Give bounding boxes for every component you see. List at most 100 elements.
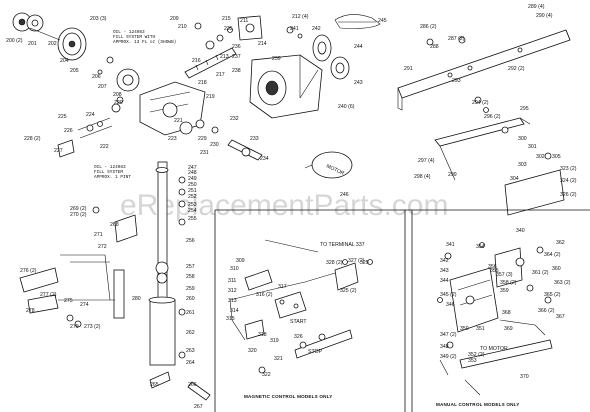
callout-351: 351	[476, 326, 485, 332]
callout-207: 207	[98, 84, 107, 90]
callout-289: 289 (4)	[528, 4, 545, 10]
callout-345: 345 (2)	[440, 292, 457, 298]
callout-314: 314	[230, 308, 239, 314]
callout-327: 327 (2)	[348, 258, 365, 264]
oil-note-top: OIL - 124983 FILL SYSTEM WITH APPROX. 13…	[113, 30, 176, 45]
callout-230: 230	[210, 142, 219, 148]
callout-204: 204	[60, 58, 69, 64]
callout-344: 344	[440, 278, 449, 284]
callout-264: 264	[186, 360, 195, 366]
callout-215: 215	[222, 16, 231, 22]
callout-278: 278	[26, 308, 35, 314]
callout-247: 247	[188, 165, 197, 171]
callout-310: 310	[230, 266, 239, 272]
callout-214: 214	[258, 41, 267, 47]
to-terminal-label: TO TERMINAL 337	[320, 242, 365, 248]
callout-305: 305	[552, 154, 561, 160]
callout-249: 249	[188, 176, 197, 182]
callout-370: 370	[520, 374, 529, 380]
svg-text:FILL SYSTEM: FILL SYSTEM	[94, 170, 123, 175]
callout-239: 239	[272, 56, 281, 62]
callout-317: 317	[278, 284, 287, 290]
callout-238: 238	[232, 68, 241, 74]
callout-243: 243	[354, 80, 363, 86]
callout-352: 352 (2)	[468, 352, 485, 358]
callout-340: 340	[516, 228, 525, 234]
callout-312: 312	[228, 288, 237, 294]
callout-367: 367	[556, 314, 565, 320]
manual-caption: MANUAL CONTROL MODELS ONLY	[436, 402, 519, 407]
callout-296: 296 (2)	[484, 114, 501, 120]
callout-259: 259	[186, 286, 195, 292]
callout-260: 260	[186, 296, 195, 302]
callout-300: 300	[518, 136, 527, 142]
callout-211: 211	[240, 18, 248, 24]
callout-349: 349 (2)	[440, 354, 457, 360]
callout-253: 253	[188, 202, 197, 208]
callout-366: 366 (2)	[538, 308, 555, 314]
callout-262: 262	[186, 330, 195, 336]
callout-231: 231	[200, 150, 209, 156]
svg-text:OIL - 124983: OIL - 124983	[113, 30, 145, 35]
callout-276: 276 (2)	[20, 268, 37, 274]
callout-272: 272	[98, 244, 107, 250]
callout-362: 362	[556, 240, 565, 246]
manual-control-assembly	[437, 242, 553, 396]
callout-303: 303	[518, 162, 527, 168]
callout-357: 357 (3)	[496, 272, 513, 278]
callout-246: 246	[340, 192, 349, 198]
callout-298: 298 (4)	[414, 174, 431, 180]
callout-203: 203 (3)	[90, 16, 107, 22]
callout-286: 286 (2)	[420, 24, 437, 30]
callout-268: 268	[110, 222, 119, 228]
callout-201: 201	[28, 41, 37, 47]
callout-227: 227	[54, 148, 63, 154]
callout-348: 348	[440, 344, 449, 350]
callouts-middle: 2472482492502512522532542552562572582592…	[20, 165, 203, 410]
callout-315: 315	[226, 316, 235, 322]
callout-213: 213	[220, 54, 229, 60]
callout-365: 365 (2)	[544, 292, 561, 298]
callout-318: 318	[258, 332, 267, 338]
magnetic-caption: MAGNETIC CONTROL MODELS ONLY	[244, 394, 333, 399]
callout-209: 209	[170, 16, 179, 22]
callout-368: 368	[502, 310, 511, 316]
callout-354: 354	[476, 244, 485, 250]
svg-text:APPROX. 1 PINT: APPROX. 1 PINT	[94, 175, 131, 180]
callout-251: 251	[188, 188, 197, 194]
callout-356: 356	[488, 264, 497, 270]
callout-270: 270 (2)	[70, 212, 87, 218]
callout-258: 258	[186, 274, 195, 280]
callout-329: 329	[360, 260, 369, 266]
watermark: eReplacementParts.com	[120, 189, 448, 222]
callout-277: 277 (2)	[40, 292, 57, 298]
callout-311: 311	[228, 278, 236, 284]
callout-304: 304	[510, 176, 519, 182]
rail-assembly	[397, 29, 571, 216]
callout-316: 316 (2)	[256, 292, 273, 298]
oil-note-middle: OIL - 124983 FILL SYSTEM APPROX. 1 PINT	[94, 165, 131, 180]
callout-235: 235	[224, 26, 233, 32]
callout-237: 237	[232, 54, 241, 60]
callout-217: 217	[216, 72, 225, 78]
callout-234: 234	[260, 156, 269, 162]
callout-232: 232	[230, 116, 239, 122]
callout-361: 361 (2)	[532, 270, 549, 276]
callout-273: 273 (2)	[84, 324, 101, 330]
callout-322: 322	[262, 372, 271, 378]
callout-240: 240 (6)	[338, 104, 355, 110]
callout-320: 320	[248, 348, 257, 354]
callout-210: 210	[178, 24, 187, 30]
callout-266: 266	[188, 382, 197, 388]
svg-text:FILL SYSTEM WITH: FILL SYSTEM WITH	[113, 35, 156, 40]
callout-291: 291	[404, 66, 413, 72]
callout-224: 224	[86, 112, 95, 118]
callout-267: 267	[194, 404, 203, 410]
callout-216: 216	[192, 58, 201, 64]
callout-299: 299	[448, 172, 457, 178]
callout-346: 346	[446, 302, 455, 308]
callout-347: 347 (2)	[440, 332, 457, 338]
svg-text:APPROX. 13 FL oz (SHOWN): APPROX. 13 FL oz (SHOWN)	[113, 40, 176, 45]
callout-325: 325 (2)	[340, 288, 357, 294]
